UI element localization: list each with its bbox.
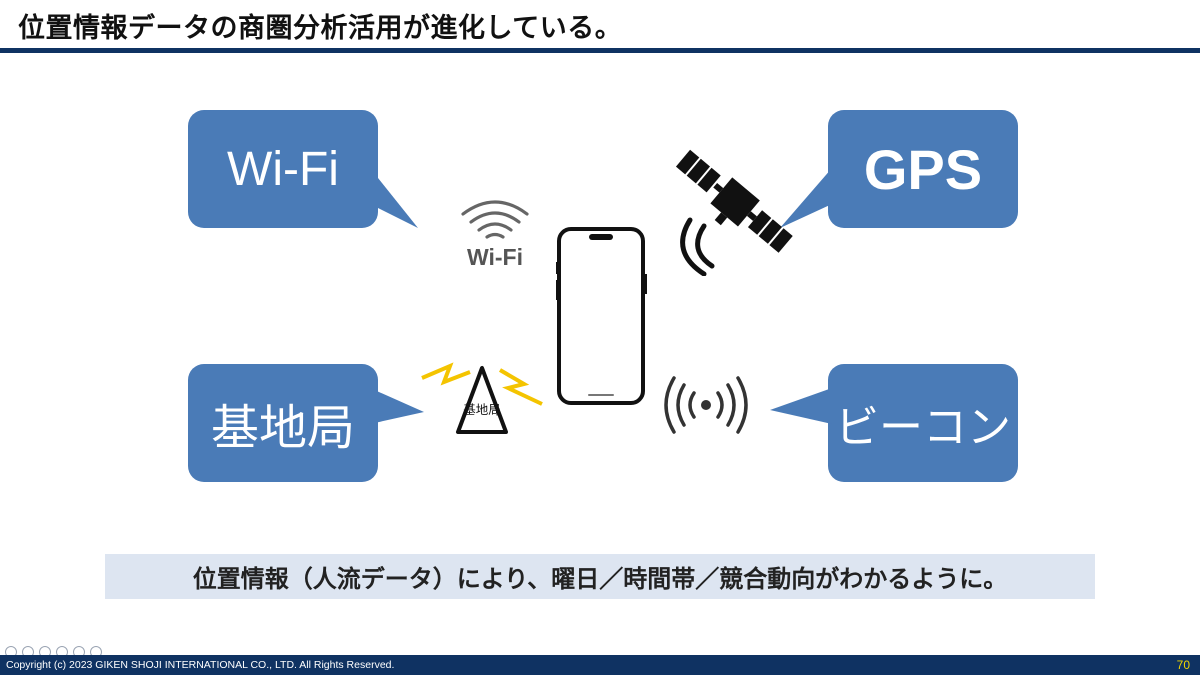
wifi-icon: Wi-Fi (461, 200, 529, 270)
footer-bar: Copyright (c) 2023 GIKEN SHOJI INTERNATI… (0, 655, 1200, 675)
page-number: 70 (1176, 658, 1190, 672)
base-station-bubble-tail (370, 388, 424, 424)
satellite-icon (675, 149, 793, 276)
title-underline (0, 48, 1200, 53)
wifi-bubble-label: Wi-Fi (227, 142, 339, 196)
beacon-icon (664, 376, 748, 434)
wifi-bubble: Wi-Fi (188, 110, 378, 228)
base-station-bubble: 基地局 (188, 364, 378, 482)
gps-bubble: GPS (828, 110, 1018, 228)
summary-banner: 位置情報（人流データ）により、曜日／時間帯／競合動向がわかるように。 (105, 554, 1095, 599)
smartphone-icon (556, 227, 647, 405)
summary-text: 位置情報（人流データ）により、曜日／時間帯／競合動向がわかるように。 (192, 565, 1008, 593)
page-title: 位置情報データの商圏分析活用が進化している。 (18, 13, 623, 44)
wifi-icon-caption: Wi-Fi (467, 244, 523, 270)
beacon-bubble: ビーコン (828, 364, 1018, 482)
beacon-bubble-label: ビーコン (835, 403, 1011, 452)
gps-bubble-tail (780, 168, 832, 228)
base-station-bubble-label: 基地局 (210, 402, 355, 455)
tower-icon-caption: 基地局 (463, 402, 501, 417)
beacon-bubble-tail (770, 388, 832, 424)
gps-bubble-label: GPS (863, 137, 983, 201)
wifi-bubble-tail (370, 168, 418, 228)
cell-tower-icon: 基地局 (421, 362, 543, 434)
copyright-text: Copyright (c) 2023 GIKEN SHOJI INTERNATI… (6, 659, 395, 671)
